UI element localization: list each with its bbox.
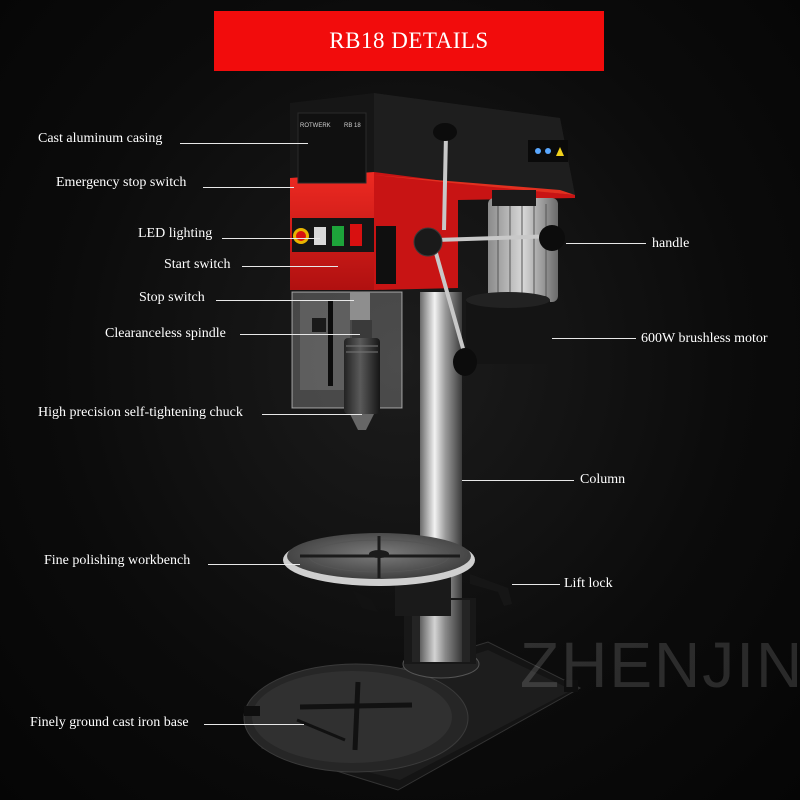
callout-emergency-stop-switch: Emergency stop switch	[56, 175, 187, 190]
model-label: RB 18	[344, 123, 361, 129]
leader-lift-lock	[512, 584, 560, 585]
callout-handle: handle	[652, 236, 690, 251]
banner-title: RB18 DETAILS	[329, 28, 489, 53]
callout-self-tightening-chuck: High precision self-tightening chuck	[38, 405, 243, 420]
polished-workbench	[283, 533, 512, 616]
leader-base	[204, 724, 304, 725]
callout-start-switch: Start switch	[164, 257, 231, 272]
head-housing: ROTWERK RB 18	[290, 93, 575, 290]
callout-brushless-motor: 600W brushless motor	[641, 331, 768, 346]
leader-stop	[216, 300, 354, 301]
leader-workbench	[208, 564, 300, 565]
callout-column: Column	[580, 472, 626, 487]
leader-spindle	[240, 334, 360, 335]
brand-label: ROTWERK	[300, 123, 331, 129]
leader-emergency-stop	[203, 187, 294, 188]
leader-casing	[180, 143, 308, 144]
leader-start	[242, 266, 338, 267]
feed-handles	[413, 123, 565, 376]
cast-iron-base	[243, 641, 582, 791]
callout-clearanceless-spindle: Clearanceless spindle	[105, 326, 226, 341]
leader-motor	[552, 338, 636, 339]
callout-led-lighting: LED lighting	[138, 226, 213, 241]
title-banner: RB18 DETAILS	[214, 11, 604, 71]
callout-cast-iron-base: Finely ground cast iron base	[30, 715, 189, 730]
callout-fine-polishing-workbench: Fine polishing workbench	[44, 553, 191, 568]
watermark: ZHENJIN	[520, 629, 800, 701]
brushless-motor	[466, 190, 558, 364]
leader-chuck	[262, 414, 362, 415]
leader-handle	[566, 243, 646, 244]
chuck-guard-and-spindle	[291, 291, 403, 430]
callout-cast-aluminum-casing: Cast aluminum casing	[38, 131, 163, 146]
leader-led	[222, 238, 320, 239]
callout-lift-lock: Lift lock	[564, 576, 613, 591]
callout-stop-switch: Stop switch	[139, 290, 205, 305]
leader-column	[462, 480, 574, 481]
